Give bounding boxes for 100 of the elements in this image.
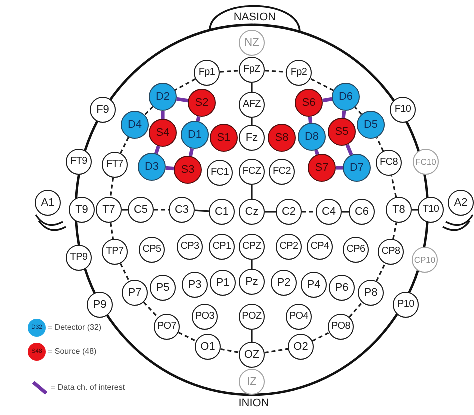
electrode-site: C2 — [276, 199, 302, 225]
connector-line — [251, 118, 253, 125]
electrode-site: O2 — [288, 334, 314, 360]
electrode-site: C5 — [128, 197, 154, 223]
electrode-site: Cz — [239, 199, 265, 225]
dashed-connector — [143, 302, 159, 318]
electrode-site: AFZ — [239, 92, 265, 118]
channel-line — [154, 146, 160, 154]
dashed-connector — [110, 222, 114, 240]
electrode-site: NZ — [239, 30, 265, 56]
connector-line — [194, 210, 210, 212]
electrode-site: TP7 — [102, 239, 128, 265]
electrode-site: FC8 — [376, 150, 402, 176]
dashed-connector — [349, 302, 363, 318]
electrode-site: O1 — [195, 334, 221, 360]
dashed-connector — [376, 137, 384, 152]
detector-optode: D6 — [332, 83, 360, 111]
electrode-site: PO8 — [328, 314, 354, 340]
dashed-connector — [220, 348, 240, 354]
connector-line — [251, 185, 253, 199]
channel-line — [308, 116, 313, 124]
electrode-site: C1 — [209, 199, 235, 225]
electrode-site: PO7 — [154, 314, 180, 340]
electrode-site: PO4 — [286, 304, 312, 330]
channel-line — [346, 144, 354, 156]
electrode-site: FT7 — [102, 152, 128, 178]
electrode-site: P3 — [182, 272, 208, 298]
electrode-site: P4 — [301, 272, 327, 298]
legend-label: = Detector (32) — [48, 324, 102, 332]
electrode-site: Fp1 — [194, 60, 220, 86]
dashed-connector — [376, 263, 386, 282]
detector-optode: D4 — [121, 111, 149, 139]
connector-line — [251, 83, 253, 92]
electrode-site: FT9 — [66, 149, 92, 175]
electrode-site: C4 — [316, 199, 342, 225]
channel-line — [176, 97, 188, 103]
electrode-site: POZ — [239, 304, 265, 330]
electrode-site: FC1 — [207, 160, 233, 186]
source-optode: S2 — [188, 89, 216, 117]
electrode-site: P10 — [393, 292, 419, 318]
electrode-site: A2 — [448, 190, 474, 216]
electrode-site: CPZ — [239, 234, 265, 260]
connector-line — [251, 330, 253, 342]
electrode-site: P5 — [150, 275, 176, 301]
detector-optode: D8 — [298, 123, 326, 151]
electrode-site: P8 — [358, 280, 384, 306]
electrode-site: F10 — [390, 97, 416, 123]
connector-line — [251, 260, 253, 269]
dashed-connector — [120, 263, 130, 282]
source-optode: S8 — [268, 124, 296, 152]
electrode-site: CP1 — [209, 234, 235, 260]
dashed-connector — [312, 332, 330, 342]
electrode-site: CP10 — [412, 247, 438, 273]
channel-line — [196, 116, 201, 122]
electrode-site: CP6 — [343, 237, 369, 263]
electrode-site: P6 — [329, 275, 355, 301]
electrode-site: FCZ — [239, 159, 265, 185]
electrode-site: IZ — [239, 369, 265, 395]
source-optode: S6 — [295, 89, 323, 117]
detector-optode: D7 — [343, 154, 371, 182]
source-optode: S3 — [174, 156, 202, 184]
dashed-connector — [110, 178, 114, 198]
dashed-connector — [220, 70, 240, 73]
electrode-site: Pz — [239, 269, 265, 295]
channel-line — [322, 97, 332, 103]
electrode-site: C6 — [349, 199, 375, 225]
dashed-connector — [264, 348, 288, 354]
electrode-site: Fp2 — [286, 60, 312, 86]
channel-line — [314, 150, 320, 156]
electrode-site: FpZ — [239, 57, 265, 83]
landmark-label: INION — [238, 398, 270, 410]
connector-line — [342, 211, 349, 213]
electrode-site: T9 — [69, 197, 95, 223]
detector-optode: D3 — [138, 153, 166, 181]
electrode-site: FC10 — [413, 149, 439, 175]
electrode-site: P9 — [87, 292, 113, 318]
channel-line — [336, 166, 343, 170]
electrode-site: T8 — [386, 197, 412, 223]
channel-line — [161, 111, 165, 119]
channel-line — [188, 148, 194, 157]
source-optode: S4 — [149, 119, 177, 147]
dashed-connector — [178, 332, 197, 342]
dashed-connector — [120, 137, 130, 154]
detector-optode: D5 — [357, 111, 385, 139]
electrode-site: F9 — [90, 97, 116, 123]
electrode-site: A1 — [35, 190, 61, 216]
dashed-connector — [392, 222, 398, 240]
electrode-site: Fz — [239, 125, 265, 151]
channel-line — [342, 110, 346, 118]
channel-line — [166, 166, 174, 171]
connector-line — [265, 211, 276, 213]
electrode-site: C3 — [169, 197, 195, 223]
dashed-connector — [302, 211, 316, 213]
connector-line — [412, 209, 418, 211]
electrode-site: T7 — [96, 197, 122, 223]
source-optode: S5 — [328, 118, 356, 146]
source-optode: S1 — [210, 124, 238, 152]
electrode-site: T10 — [418, 197, 444, 223]
electrode-site: FC2 — [269, 159, 295, 185]
dashed-connector — [154, 209, 169, 211]
